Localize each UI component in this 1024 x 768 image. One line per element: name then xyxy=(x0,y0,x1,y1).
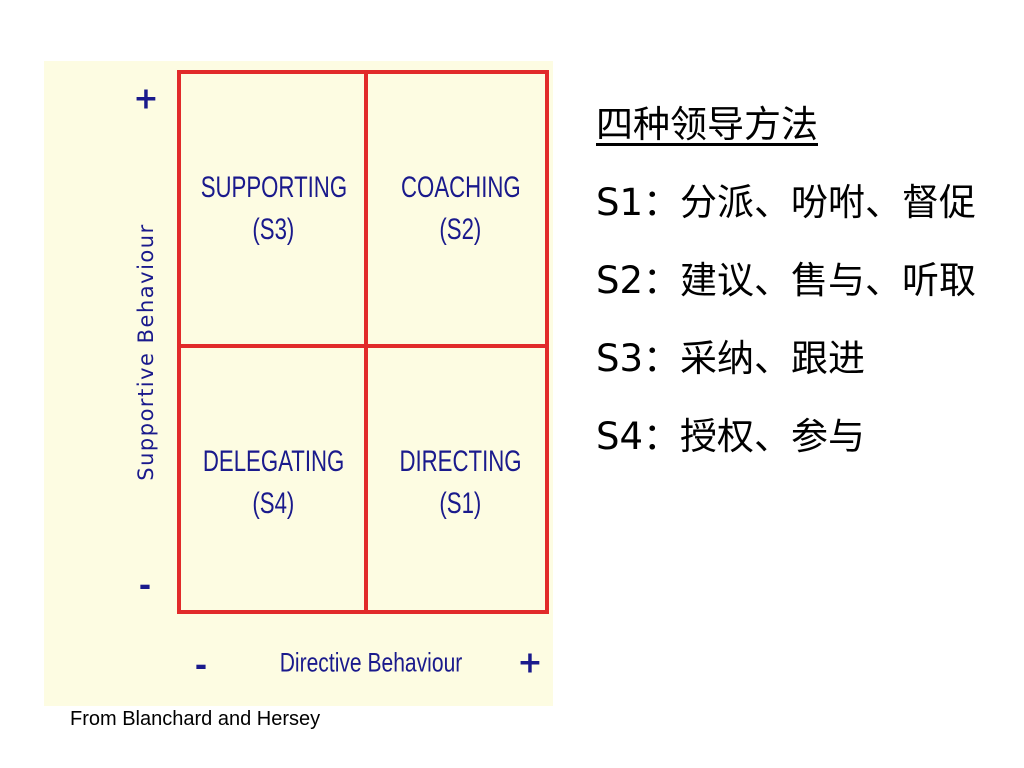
quadrant-supporting: SUPPORTING (S3) xyxy=(181,74,366,344)
quadrant-delegating: DELEGATING (S4) xyxy=(181,348,366,618)
quadrant-name: DIRECTING xyxy=(399,445,522,478)
x-axis-label-text: Directive Behaviour xyxy=(279,647,463,678)
quadrant-code: (S4) xyxy=(252,487,295,520)
quadrant-name: SUPPORTING xyxy=(200,171,347,204)
method-item-s4: S4：授权、参与 xyxy=(596,415,866,458)
y-axis-plus: + xyxy=(133,81,159,117)
y-axis-minus: - xyxy=(138,568,152,604)
source-caption: From Blanchard and Hersey xyxy=(70,708,321,730)
method-item-s2: S2：建议、售与、听取 xyxy=(596,259,977,302)
quadrant-name: COACHING xyxy=(400,171,521,204)
horizontal-divider xyxy=(181,344,545,348)
x-axis-plus: + xyxy=(517,645,543,681)
quadrant-code: (S1) xyxy=(439,487,482,520)
vertical-divider xyxy=(364,74,368,610)
quadrant-name: DELEGATING xyxy=(202,445,345,478)
quadrant-code: (S3) xyxy=(252,213,295,246)
quadrant-coaching: COACHING (S2) xyxy=(368,74,553,344)
method-item-s1: S1：分派、吩咐、督促 xyxy=(596,181,977,224)
quadrant-directing: DIRECTING (S1) xyxy=(368,348,553,618)
method-item-s3: S3：采纳、跟进 xyxy=(596,337,866,380)
y-axis-label: Supportive Behaviour xyxy=(134,223,158,481)
methods-text: 四种领导方法 S1：分派、吩咐、督促 S2：建议、售与、听取 S3：采纳、跟进 … xyxy=(596,100,1016,490)
diagram-panel xyxy=(44,61,553,706)
x-axis-label: Directive Behaviour xyxy=(254,648,488,679)
quadrant-grid: SUPPORTING (S3) COACHING (S2) DELEGATING… xyxy=(177,70,549,614)
x-axis-minus: - xyxy=(194,648,208,684)
methods-title: 四种领导方法 xyxy=(596,103,818,146)
quadrant-code: (S2) xyxy=(439,213,482,246)
